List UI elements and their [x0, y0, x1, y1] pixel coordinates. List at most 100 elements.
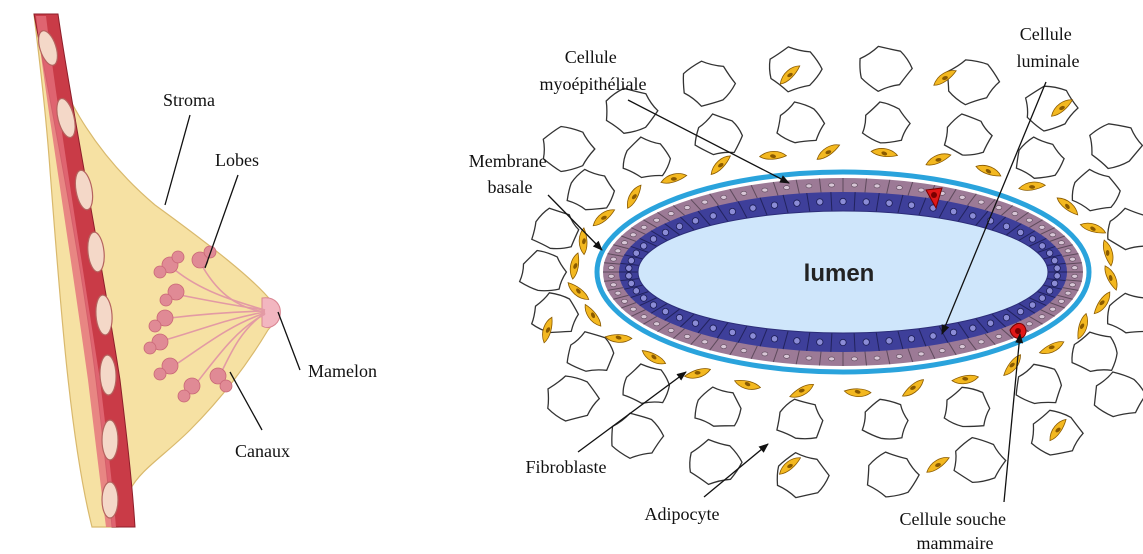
myoepithelial-cell-nucleus	[762, 188, 768, 192]
luminal-cell-nucleus	[750, 205, 756, 211]
label-membrane: Membrane basale	[469, 151, 551, 197]
fibroblast	[1038, 341, 1065, 355]
myoepithelial-cell-nucleus	[684, 206, 690, 210]
stem-cell-2-nucleus	[1015, 328, 1021, 334]
stem-arrow	[1004, 334, 1020, 502]
fibroblast	[707, 154, 734, 175]
myoepithelial-cell-nucleus	[1050, 307, 1056, 311]
fibroblast	[924, 456, 952, 474]
luminal-cell-nucleus	[840, 339, 846, 345]
myoepithelial-cell-nucleus	[978, 340, 984, 344]
luminal-cell-nucleus	[650, 302, 656, 308]
luminal-cell-nucleus	[641, 243, 647, 249]
myoepithelial-cell-nucleus	[918, 352, 924, 356]
myoepithelial-cell-nucleus	[996, 334, 1002, 338]
fibroblast	[1019, 180, 1046, 192]
luminal-cell-nucleus	[908, 336, 914, 342]
adipocyte	[623, 364, 669, 403]
luminal-cell-nucleus	[626, 265, 632, 271]
myoepithelial-cell-nucleus	[608, 274, 614, 278]
luminal-cell-nucleus	[1039, 295, 1045, 301]
myoepithelial-cell-nucleus	[829, 357, 835, 361]
stem-cell-nucleus	[931, 192, 937, 198]
luminal-cell-nucleus	[817, 339, 823, 345]
fibroblast	[899, 379, 926, 398]
myoepithelial-cell-nucleus	[641, 225, 647, 229]
luminal-cell-nucleus	[987, 320, 993, 326]
label-stroma: Stroma	[163, 90, 215, 110]
myoepithelial-cell-nucleus	[959, 345, 965, 349]
duct-diagram: lumen Cellule myoépithéliale Cellule lum…	[469, 24, 1143, 553]
luminal-cell-nucleus	[970, 213, 976, 219]
myoepithelial-cell-nucleus	[851, 183, 857, 187]
myoepithelial-cell-nucleus	[654, 322, 660, 326]
adipocyte	[695, 387, 741, 426]
adipocyte	[863, 102, 911, 143]
adipocyte	[695, 114, 742, 155]
luminal-cell-nucleus	[771, 202, 777, 208]
fibroblast	[661, 173, 687, 183]
myoepithelial-cell-nucleus	[896, 354, 902, 358]
adipocyte	[947, 60, 999, 105]
luminal-cell-nucleus	[794, 200, 800, 206]
myoepithelial-cell-nucleus	[1058, 299, 1064, 303]
adipocyte	[1016, 137, 1064, 178]
myoepithelial-cell-nucleus	[918, 188, 924, 192]
luminal-cell-nucleus	[750, 333, 756, 339]
luminal-cell-nucleus	[1046, 288, 1052, 294]
luminal-cell-nucleus	[886, 200, 892, 206]
label-mamelon: Mamelon	[308, 361, 377, 381]
myoepithelial-cell-nucleus	[762, 352, 768, 356]
myoepithelial-cell-nucleus	[615, 291, 621, 295]
adipocyte	[944, 387, 989, 426]
myoepithelial-cell-nucleus	[978, 200, 984, 204]
fibroblast	[734, 375, 761, 395]
adipocyte	[683, 61, 735, 106]
fibroblast	[1080, 218, 1107, 239]
fibroblast	[759, 149, 786, 163]
myoepithelial-cell-nucleus	[702, 200, 708, 204]
myoepithelial-cell-nucleus	[741, 349, 747, 353]
luminal-cell-nucleus	[710, 213, 716, 219]
myoepithelial-cell-nucleus	[1026, 322, 1032, 326]
myoepithelial-cell-nucleus	[608, 266, 614, 270]
myoepithelial-cell-nucleus	[1069, 257, 1075, 261]
luminal-cell-nucleus	[692, 320, 698, 326]
luminal-cell-nucleus	[676, 314, 682, 320]
myoepithelial-cell-nucleus	[641, 315, 647, 319]
luminal-cell-nucleus	[1017, 229, 1023, 235]
myoepithelial-cell-nucleus	[1065, 249, 1071, 253]
myoepithelial-cell-nucleus	[630, 307, 636, 311]
fibroblast	[622, 184, 646, 209]
luminal-cell-nucleus	[970, 325, 976, 331]
myoepithelial-cell-nucleus	[851, 357, 857, 361]
luminal-cell-nucleus	[794, 338, 800, 344]
myoepithelial-cell-nucleus	[1039, 315, 1045, 319]
myoepithelial-cell-nucleus	[622, 241, 628, 245]
myoepithelial-cell-nucleus	[1072, 266, 1078, 270]
myoepithelial-cell-nucleus	[996, 206, 1002, 210]
luminal-cell-nucleus	[908, 202, 914, 208]
luminal-cell-nucleus	[676, 223, 682, 229]
luminal-cell-nucleus	[863, 199, 869, 205]
myoepithelial-cell-nucleus	[684, 334, 690, 338]
myoepithelial-cell-nucleus	[1050, 233, 1056, 237]
luminal-cell-nucleus	[1054, 265, 1060, 271]
luminal-cell-nucleus	[641, 295, 647, 301]
fibroblast	[1103, 240, 1113, 266]
fibroblast	[844, 384, 872, 400]
myoepithelial-cell-nucleus	[741, 191, 747, 195]
fibroblast	[975, 160, 1002, 182]
luminal-cell-nucleus	[1054, 273, 1060, 279]
adipocyte	[1026, 86, 1078, 131]
luminal-cell-nucleus	[1051, 257, 1057, 263]
luminal-cell-nucleus	[840, 198, 846, 204]
adipocyte	[690, 440, 742, 485]
adipocyte	[1094, 372, 1143, 417]
myoepithelial-cell-nucleus	[1069, 283, 1075, 287]
myoepithelial-cell-nucleus	[668, 212, 674, 216]
luminal-cell-nucleus	[1003, 314, 1009, 320]
luminal-cell-nucleus	[650, 236, 656, 242]
fibroblast	[999, 354, 1025, 377]
